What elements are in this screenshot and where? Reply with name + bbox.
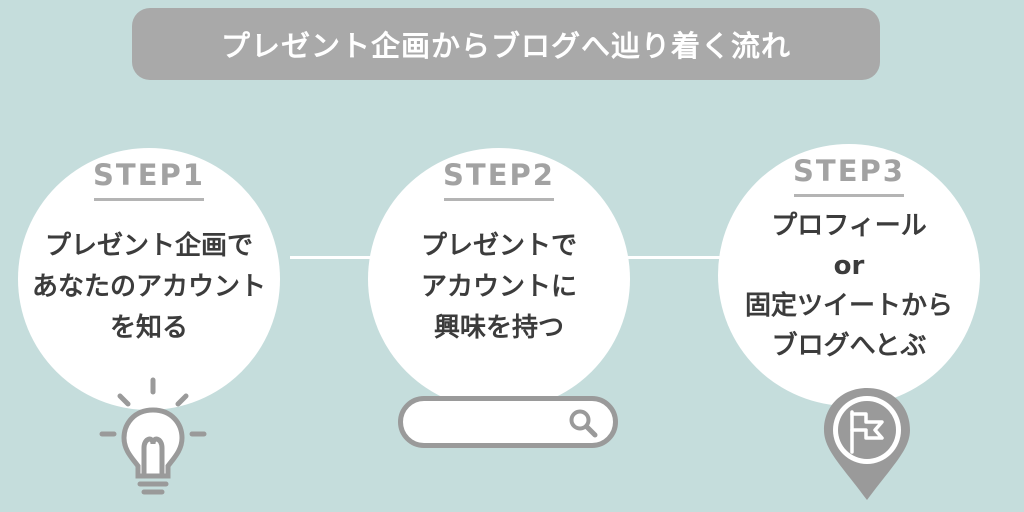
lightbulb-icon [99,377,207,495]
magnifier-icon [569,409,598,438]
step-1-line-3: を知る [109,313,188,343]
connector-line-2-3 [620,256,724,259]
step-2-underline [444,198,554,201]
step-3-label: STEP3 [793,154,905,188]
step-1-line-1: プレゼント企画で [44,231,253,261]
step-3-text: プロフィール or 固定ツイートから ブログへとぶ [718,206,980,366]
step-1-circle: STEP1 プレゼント企画で あなたのアカウント を知る [18,148,280,410]
step-1-text: プレゼント企画で あなたのアカウント を知る [18,226,280,349]
step-3-line-4: ブログへとぶ [771,331,927,361]
step-2-line-1: プレゼントで [420,231,577,261]
step-2-line-3: 興味を持つ [433,313,564,343]
step-1-underline [94,198,204,201]
step-1-line-2: あなたのアカウント [31,272,266,302]
step-3-line-2: or [833,251,865,281]
step-2-line-2: アカウントに [420,272,577,302]
step-2-label: STEP2 [443,158,555,192]
step-3-line-3: 固定ツイートから [744,291,953,321]
step-3-underline [794,194,904,197]
step-2-circle: STEP2 プレゼントで アカウントに 興味を持つ [368,148,630,410]
banner-title: プレゼント企画からブログへ辿り着く流れ [220,29,791,63]
map-pin-flag-icon [824,388,910,500]
step-3-circle: STEP3 プロフィール or 固定ツイートから ブログへとぶ [718,144,980,406]
step-2-text: プレゼントで アカウントに 興味を持つ [368,226,630,349]
step-1-label: STEP1 [93,158,205,192]
step-3-line-1: プロフィール [771,211,927,241]
search-bar-icon [398,396,618,448]
connector-line-1-2 [290,256,380,259]
title-banner: プレゼント企画からブログへ辿り着く流れ [132,8,880,80]
